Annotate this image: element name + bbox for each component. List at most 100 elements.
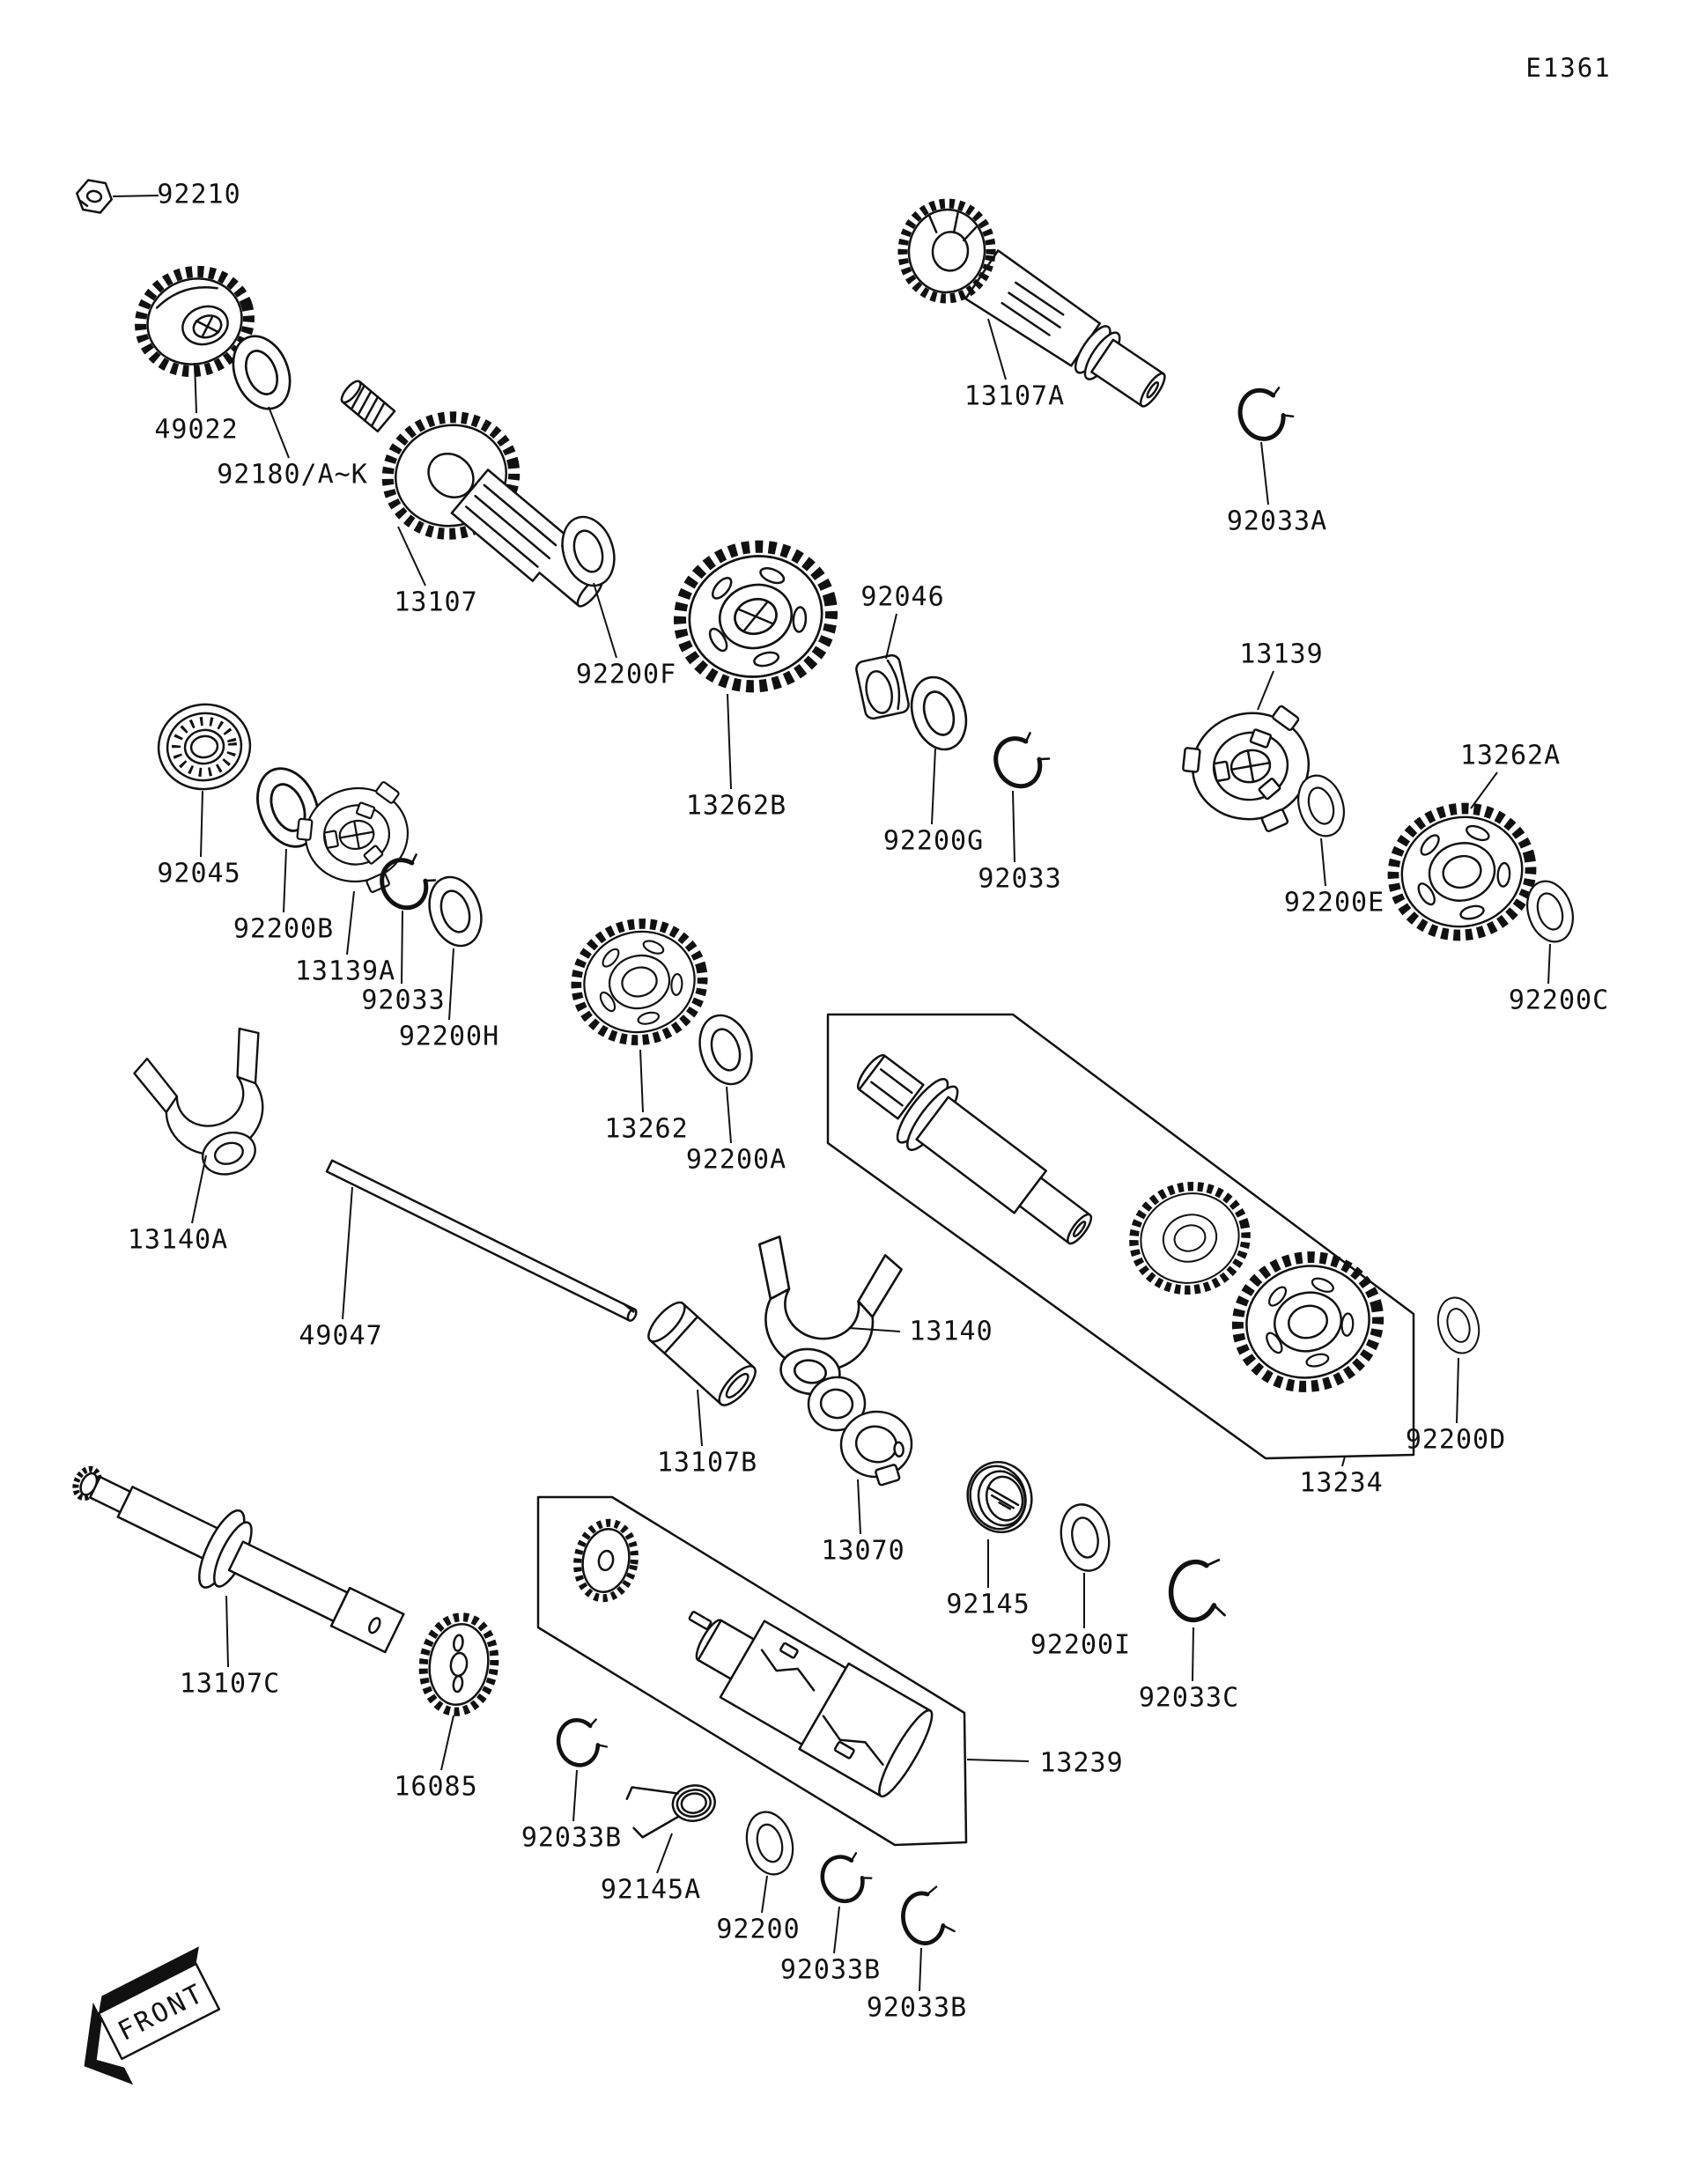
leader-dog-clutch-hub	[346, 890, 355, 956]
part-label-thrust-washer: 92200H	[398, 1021, 500, 1052]
part-torsion-spring	[625, 1784, 716, 1839]
part-label-low-gear: 13262B	[685, 790, 787, 822]
part-snap-ring-a	[1233, 381, 1296, 445]
part-output-gear-large	[1224, 1243, 1392, 1401]
part-snap-ring-1	[987, 727, 1055, 794]
part-label-bushing: 92046	[860, 581, 945, 613]
leader-thrust-washer	[448, 948, 454, 1021]
part-label-hex-nut: 92210	[157, 179, 241, 210]
leader-thrust-washer	[931, 748, 936, 825]
part-circlip-b3	[898, 1885, 956, 1947]
leader-shift-cam-holder	[857, 1479, 861, 1535]
part-label-thrust-washer: 92200D	[1405, 1424, 1507, 1456]
part-label-snap-ring: 92033B	[779, 1954, 882, 1986]
leader-dog-clutch-hub	[1257, 670, 1274, 711]
leader-thrust-washer	[761, 1875, 768, 1914]
part-label-thrust-washer: 92200C	[1508, 985, 1610, 1016]
part-label-thrust-washer: 92200I	[1030, 1629, 1132, 1661]
part-label-dog-clutch-hub: 13139	[1239, 638, 1324, 670]
part-shift-rod	[325, 1159, 638, 1322]
part-label-snap-ring: 92033A	[1226, 505, 1328, 537]
part-thrust-washer-i	[1053, 1499, 1117, 1576]
leader-lines	[112, 195, 1551, 1992]
part-label-thrust-washer: 92200E	[1283, 887, 1385, 919]
front-arrow-head-icon	[84, 2002, 134, 2085]
leader-circlip	[919, 1947, 922, 1992]
part-shift-drum	[695, 1619, 934, 1798]
leader-shift-fork	[191, 1155, 207, 1224]
part-label-snap-ring: 92033	[361, 985, 446, 1016]
part-label-shift-fork: 13140	[909, 1316, 993, 1347]
part-label-snap-ring: 92033B	[521, 1822, 623, 1854]
part-output-shaft	[856, 1053, 1093, 1245]
leader-pinion-gear-shaft	[397, 526, 426, 587]
leader-snap-ring	[572, 1769, 578, 1822]
part-label-output-shaft-assembly: 13234	[1299, 1467, 1384, 1499]
front-direction-marker: FRONT	[84, 1946, 221, 2085]
part-bushing	[855, 653, 910, 720]
leader-thrust-washer	[1456, 1357, 1459, 1424]
leader-idle-shaft	[225, 1595, 229, 1668]
part-label-middle-gear: 13262	[604, 1113, 689, 1145]
part-label-thrust-washer: 92200A	[685, 1144, 787, 1176]
part-hex-nut	[76, 179, 113, 214]
part-label-shift-fork: 13140A	[127, 1224, 229, 1256]
part-drum-cam-gear	[573, 1518, 639, 1603]
part-ball-bearing	[157, 703, 252, 791]
leader-shim-washer-set	[268, 406, 290, 459]
leader-high-gear	[1470, 771, 1498, 809]
part-label-shift-drum-assembly: 13239	[1039, 1747, 1124, 1779]
leader-torsion-spring	[656, 1833, 673, 1874]
leader-thrust-washer	[726, 1086, 732, 1144]
leader-fork-pin-shaft	[697, 1389, 703, 1447]
part-pinion-gear-shaft	[340, 380, 603, 608]
part-thrust-washer-g	[901, 668, 977, 758]
leader-input-shaft	[987, 318, 1007, 380]
part-label-shim-washer-set: 92180/A~K	[217, 459, 368, 491]
part-idle-shaft	[72, 1465, 405, 1654]
shift-drum-assembly-box	[536, 1495, 968, 1847]
part-label-input-shaft: 13107A	[964, 380, 1066, 412]
part-thrust-washer-plain	[739, 1805, 801, 1881]
part-label-idle-shaft: 13107C	[179, 1668, 281, 1700]
leader-bushing	[885, 613, 897, 660]
part-drum-pin	[688, 1611, 713, 1630]
part-cam-gear	[418, 1612, 499, 1716]
part-label-high-gear: 13262A	[1459, 740, 1562, 771]
leader-thrust-washer	[1320, 837, 1326, 887]
part-label-thrust-washer: 92200G	[882, 825, 985, 857]
part-thrust-washer-h	[419, 869, 491, 954]
part-label-circlip: 92033B	[866, 1992, 968, 2024]
part-label-snap-ring: 92033	[978, 863, 1062, 895]
part-thrust-washer-a	[690, 1007, 762, 1092]
part-label-coil-spring: 92145	[946, 1589, 1030, 1620]
leader-thrust-washer	[1547, 943, 1551, 985]
leader-middle-gear	[639, 1049, 644, 1113]
part-input-shaft	[897, 198, 1166, 408]
part-label-circlip: 92033C	[1138, 1682, 1240, 1714]
part-shift-fork-a	[129, 1022, 299, 1194]
leader-snap-ring	[1260, 441, 1269, 505]
leader-cam-gear	[440, 1715, 454, 1771]
part-label-pinion-gear-shaft: 13107	[394, 587, 478, 618]
part-label-fork-pin-shaft: 13107B	[656, 1447, 758, 1479]
output-shaft-assembly-box	[826, 1013, 1415, 1460]
part-label-thrust-washer: 92200B	[233, 913, 335, 945]
part-label-bevel-gear: 49022	[154, 414, 239, 446]
part-label-shift-rod: 49047	[299, 1320, 383, 1352]
part-label-cam-gear: 16085	[394, 1771, 478, 1803]
leader-low-gear	[727, 693, 732, 790]
leader-shift-rod	[342, 1186, 353, 1320]
part-high-gear	[1380, 794, 1545, 950]
part-shift-fork	[734, 1232, 905, 1407]
part-shift-cam-holder	[807, 1376, 913, 1487]
part-label-shift-cam-holder: 13070	[821, 1535, 905, 1567]
part-coil-spring	[966, 1461, 1033, 1533]
part-label-dog-clutch-hub: 13139A	[294, 956, 396, 987]
part-dog-clutch-hub-1	[1173, 701, 1321, 846]
part-label-thrust-washer: 92200F	[575, 659, 677, 690]
leader-bevel-gear	[194, 362, 197, 414]
part-thrust-washer-c	[1518, 874, 1582, 949]
